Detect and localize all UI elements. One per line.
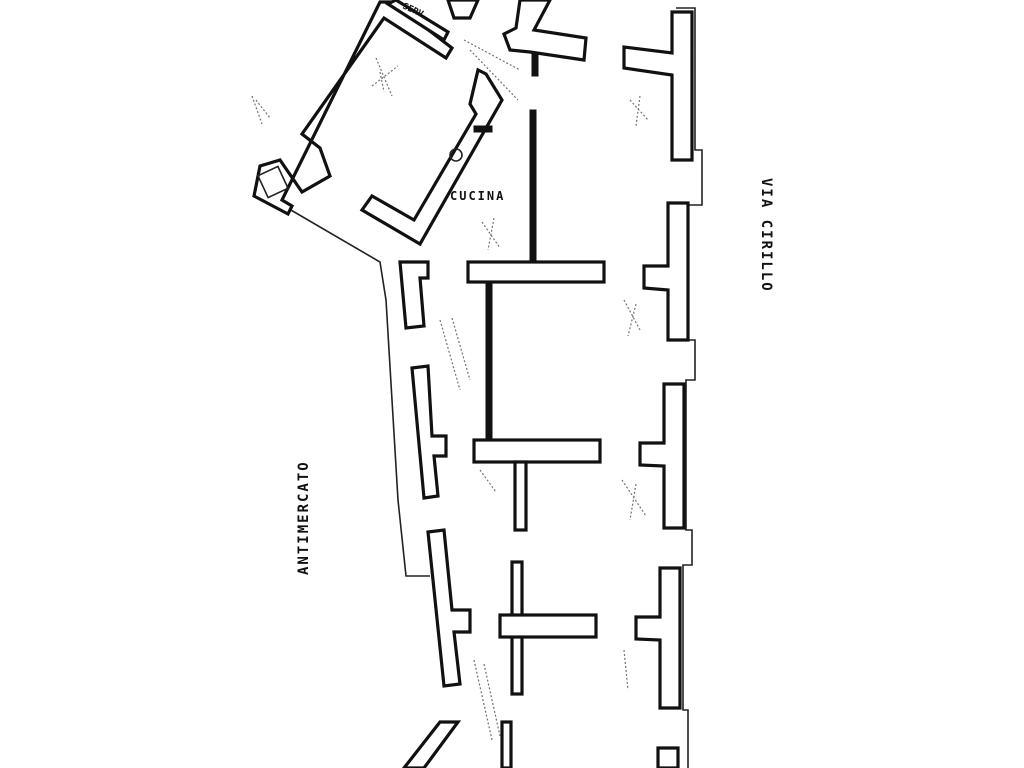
wall-pier	[426, 528, 472, 688]
wall-stem	[500, 720, 513, 768]
right-facade-line	[676, 7, 703, 768]
wall-stub	[401, 720, 462, 768]
wall-pier	[410, 364, 448, 500]
wall-cross	[472, 438, 602, 464]
left-facade-line	[283, 205, 430, 577]
wall-stub	[531, 51, 539, 77]
central-spine	[466, 109, 606, 768]
wall-spine-middle	[485, 281, 493, 441]
wall-segment	[384, 0, 451, 43]
upper-block	[252, 0, 588, 247]
left-facade	[283, 205, 472, 768]
wall-stub	[473, 125, 493, 133]
wall-stem	[513, 460, 528, 532]
label-street-right: VIA CIRILLO	[758, 178, 774, 293]
corner-square	[256, 165, 290, 199]
label-room-kitchen: CUCINA	[450, 189, 505, 203]
wall-room-outline	[252, 0, 455, 217]
wall-pier	[642, 201, 690, 342]
wall-spine-upper	[529, 109, 537, 269]
wall-cross	[498, 613, 598, 639]
wall-kitchen	[359, 67, 504, 247]
wall-segment	[446, 0, 480, 20]
right-facade	[622, 7, 703, 768]
pencil-marks	[251, 39, 649, 741]
label-street-left: ANTIMERCATO	[296, 460, 312, 575]
wall-pier	[634, 566, 682, 710]
wall-segment	[501, 0, 588, 62]
wall-pier	[398, 260, 430, 330]
wall-pier	[638, 382, 686, 530]
wall-cross	[466, 260, 606, 284]
fixture-circle	[449, 148, 463, 162]
wall-pier	[656, 746, 680, 768]
wall-pier	[622, 10, 694, 162]
